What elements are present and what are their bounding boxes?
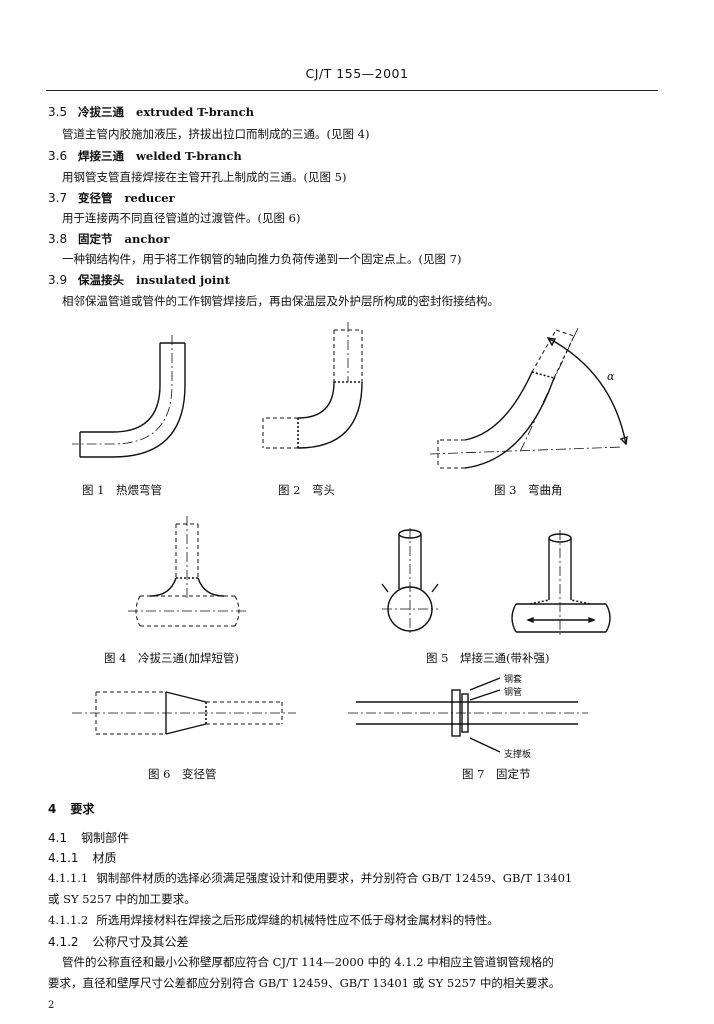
figure-5-welded-tee-end-view (381, 528, 439, 636)
term-description: 管道主管内胶施加液压，挤拔出拉口而制成的三通。(见图 4) (62, 127, 370, 141)
term-heading: 3.6 焊接三通 welded T-branch (48, 148, 242, 164)
term-english: extruded T-branch (136, 105, 255, 119)
term-english: insulated joint (136, 273, 230, 287)
figure-3-caption: 图 3 弯曲角 (494, 483, 563, 497)
term-chinese: 焊接三通 (78, 149, 124, 163)
term-english: reducer (124, 191, 175, 205)
term-chinese: 保温接头 (78, 273, 124, 287)
fig3-angle-symbol: α (607, 370, 615, 383)
term-heading: 3.8 固定节 anchor (48, 231, 169, 247)
term-number: 3.5 (48, 105, 68, 119)
paragraph-4-1-2-a: 管件的公称直径和最小公称壁厚都应符合 CJ/T 114—2000 中的 4.1.… (62, 955, 554, 969)
figure-6-caption: 图 6 变径管 (148, 767, 217, 781)
term-english: anchor (124, 232, 170, 246)
term-description: 一种钢结构件，用于将工作钢管的轴向推力负荷传递到一个固定点上。(见图 7) (62, 252, 462, 266)
figure-1-bent-pipe (72, 335, 186, 458)
term-chinese: 固定节 (78, 232, 113, 246)
paragraph-4-1-2-b: 要求，直径和壁厚尺寸公差都应分别符合 GB/T 12459、GB/T 13401… (48, 976, 561, 990)
figure-4-caption: 图 4 冷拔三通(加焊短管) (104, 651, 239, 665)
term-number: 3.7 (48, 191, 68, 205)
figure-5-welded-tee-side-view (511, 530, 611, 636)
term-heading: 3.5 冷拔三通 extruded T-branch (48, 104, 254, 120)
header-code: CJ/T 155—2001 (305, 66, 409, 81)
term-heading: 3.9 保温接头 insulated joint (48, 272, 230, 288)
term-english: welded T-branch (136, 149, 242, 163)
fig7-label-support: 支撑板 (504, 750, 532, 760)
figure-7-anchor (348, 677, 588, 753)
term-number: 3.8 (48, 232, 68, 246)
paragraph-4-1-1-1-cont: 或 SY 5257 中的加工要求。 (48, 892, 196, 906)
page-number: 2 (48, 1000, 55, 1011)
header-rule (46, 90, 658, 91)
figure-1-caption: 图 1 热煨弯管 (82, 483, 162, 497)
figure-4-extruded-tee (128, 516, 248, 627)
figure-5-caption: 图 5 焊接三通(带补强) (426, 651, 550, 665)
fig7-label-outer: 钢套 (504, 675, 523, 685)
term-number: 3.6 (48, 149, 68, 163)
figure-2-caption: 图 2 弯头 (278, 483, 335, 497)
term-description: 用于连接两不同直径管道的过渡管件。(见图 6) (62, 211, 301, 225)
figure-3-bending-angle (429, 327, 628, 469)
term-description: 用钢管支管直接焊接在主管开孔上制成的三通。(见图 5) (62, 170, 347, 184)
figure-2-elbow (262, 322, 363, 449)
figure-7-caption: 图 7 固定节 (462, 767, 531, 781)
fig7-label-pipe: 钢管 (504, 688, 523, 698)
term-chinese: 冷拔三通 (78, 105, 124, 119)
term-description: 相邻保温管道或管件的工作钢管焊接后，再由保温层及外护层所构成的密封衔接结构。 (62, 294, 499, 308)
term-number: 3.9 (48, 273, 68, 287)
term-heading: 3.7 变径管 reducer (48, 190, 175, 206)
term-chinese: 变径管 (78, 191, 113, 205)
figure-6-reducer (72, 691, 296, 735)
